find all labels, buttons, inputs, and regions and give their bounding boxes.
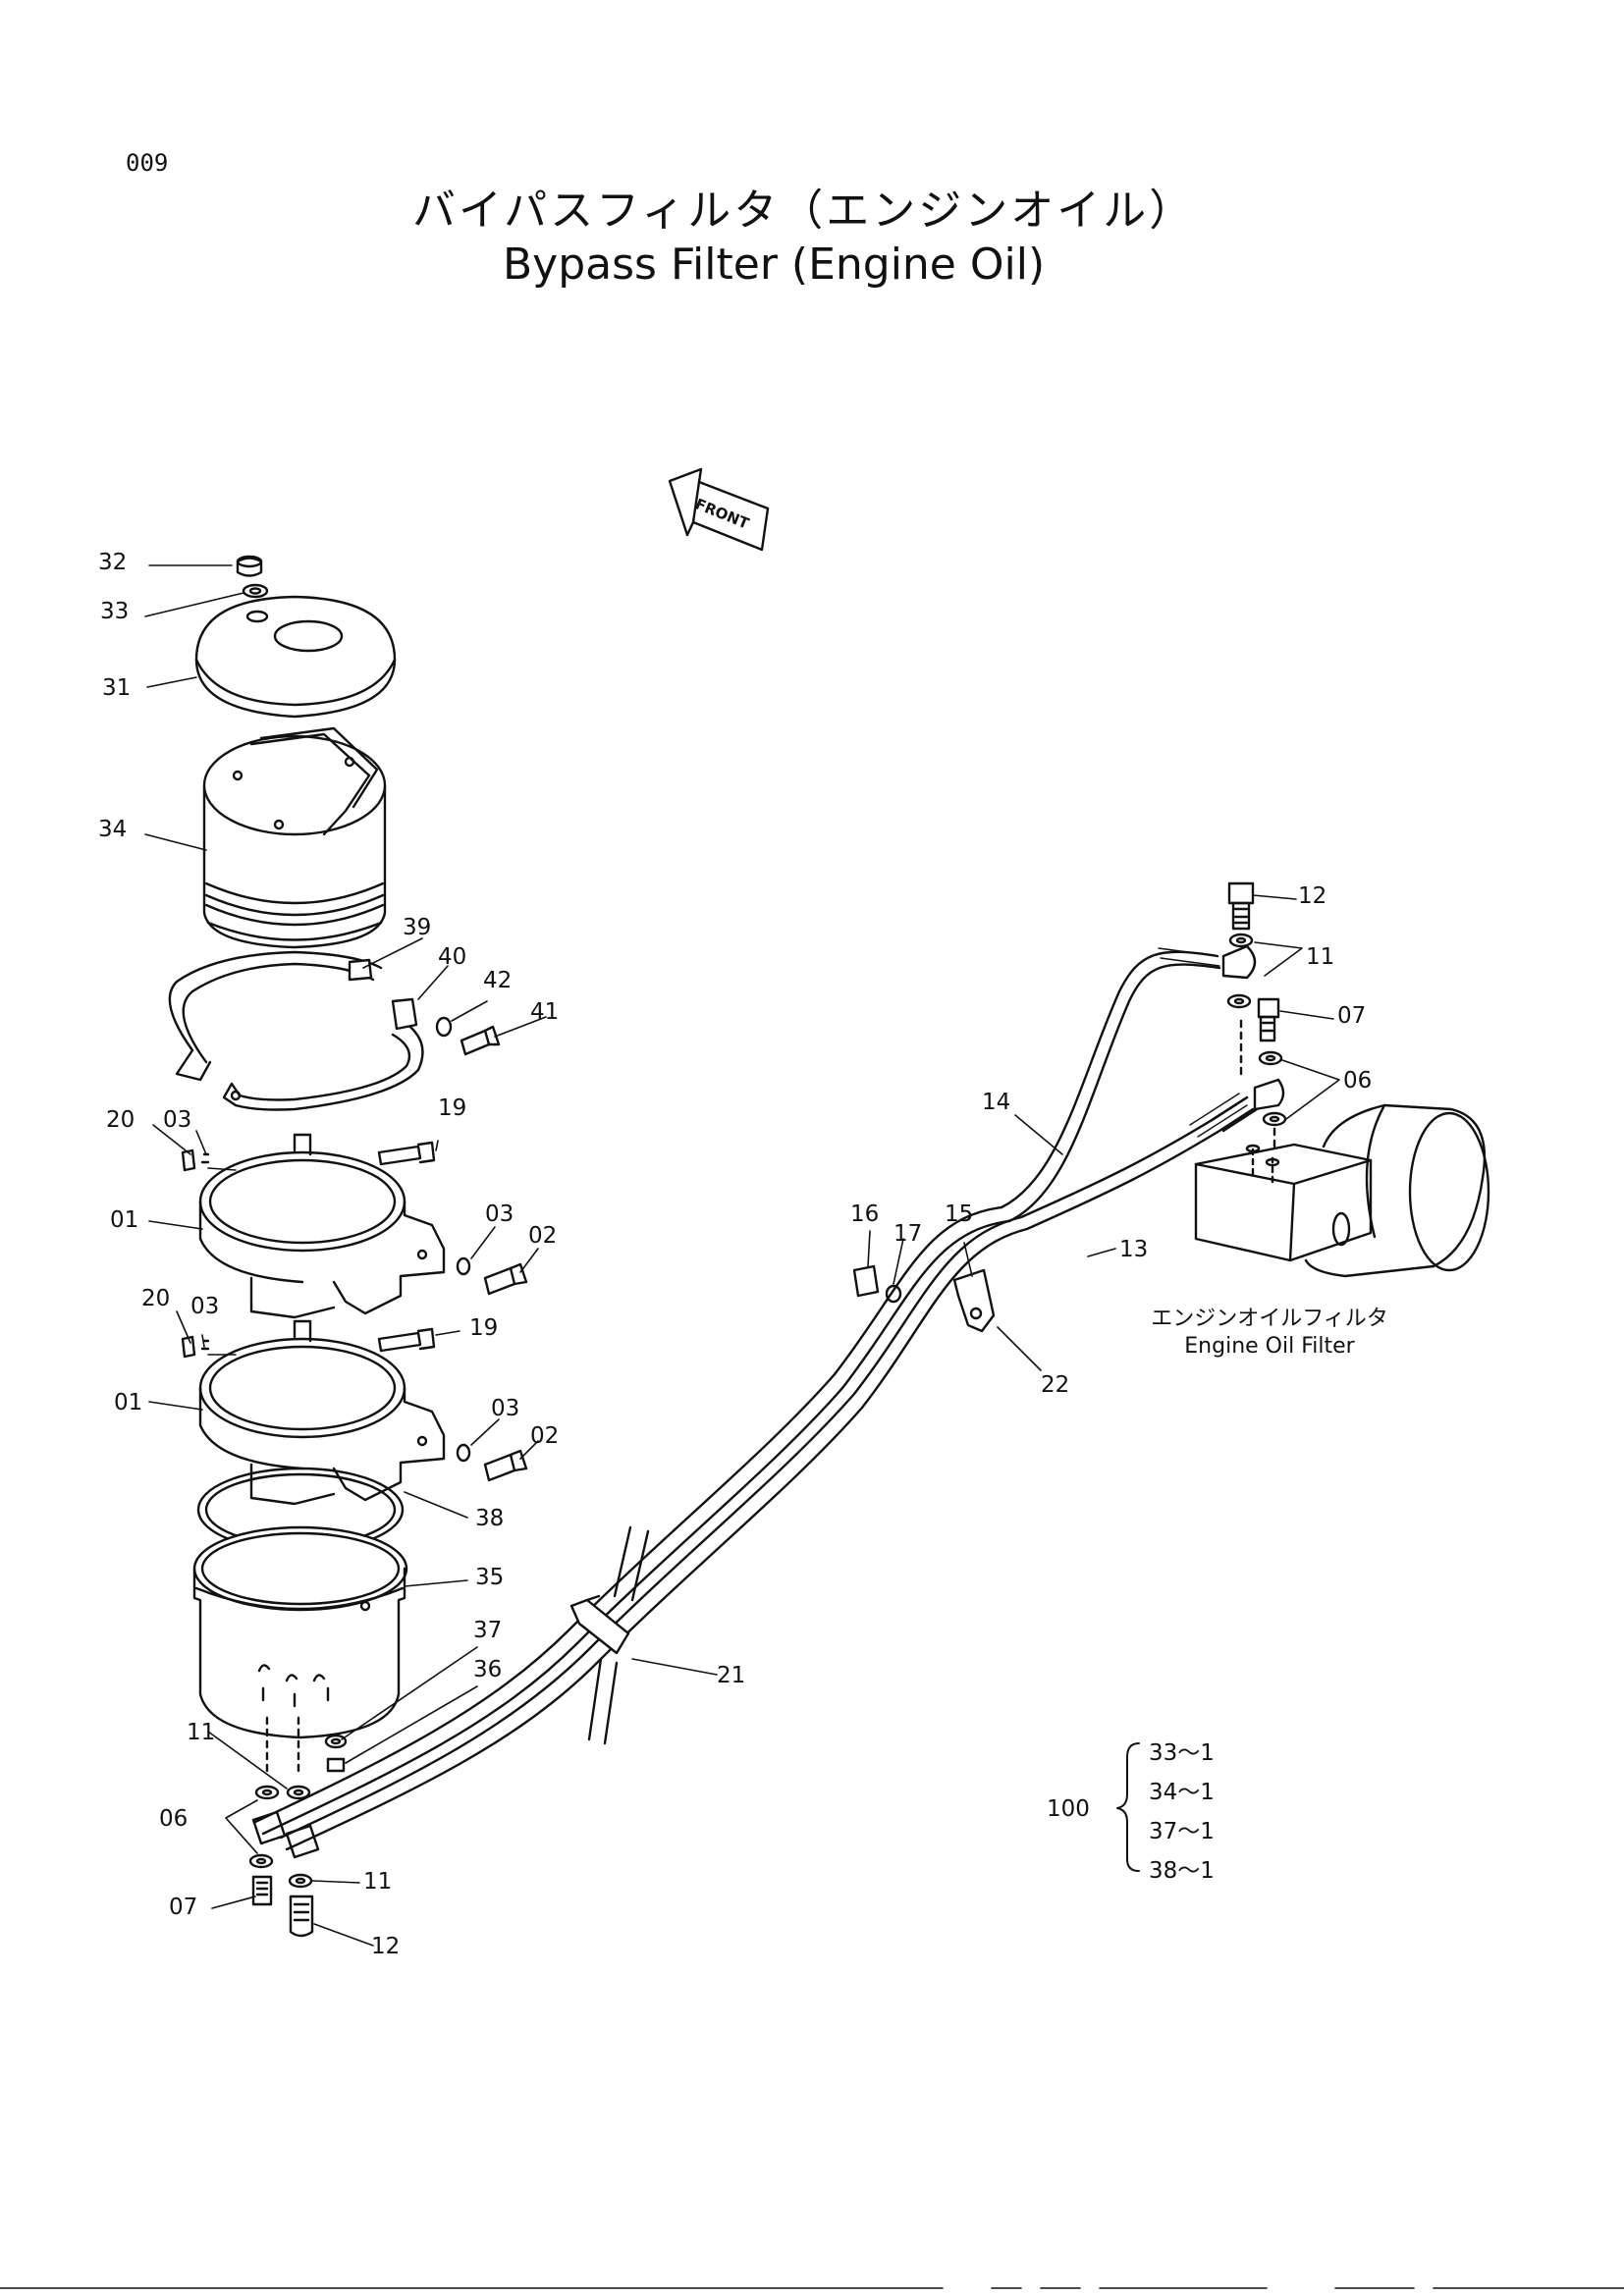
part-label: 13 — [1119, 1237, 1149, 1262]
plug-32-drawing — [236, 555, 263, 577]
clip-21-drawing — [569, 1525, 650, 1745]
part-label: 03 — [485, 1201, 514, 1227]
bracket-01-upper-drawing — [181, 1133, 528, 1319]
part-label: 01 — [110, 1207, 139, 1233]
washer-33-drawing — [242, 583, 269, 599]
part-label: 15 — [945, 1201, 974, 1227]
part-label: 20 — [141, 1286, 171, 1311]
kit-brace — [1116, 1742, 1140, 1872]
kit-number: 100 — [1047, 1796, 1090, 1822]
part-label: 01 — [114, 1390, 143, 1415]
part-label: 11 — [363, 1869, 393, 1895]
part-label: 16 — [850, 1201, 880, 1227]
engine-oil-filter-label-en: Engine Oil Filter — [1184, 1333, 1355, 1359]
part-label: 17 — [893, 1221, 923, 1247]
page-number: 009 — [126, 149, 169, 177]
part-label: 03 — [491, 1396, 520, 1421]
part-label: 19 — [469, 1315, 499, 1341]
leader-lines — [144, 564, 1340, 1947]
hose-14-drawing — [253, 947, 1221, 1836]
part-label: 03 — [163, 1107, 192, 1133]
upper-fittings-drawing — [1221, 881, 1287, 1150]
lower-fittings-drawing — [248, 1716, 348, 1938]
front-arrow-icon: FRONT — [668, 467, 770, 552]
part-label: 38 — [475, 1506, 505, 1531]
kit-item: 33～1 — [1149, 1740, 1215, 1766]
part-label: 32 — [98, 550, 128, 575]
part-label: 07 — [169, 1895, 198, 1920]
part-label: 31 — [102, 675, 132, 701]
part-label: 34 — [98, 817, 128, 842]
part-label: 33 — [100, 599, 130, 624]
part-label: 22 — [1041, 1372, 1070, 1398]
part-label: 03 — [190, 1294, 220, 1319]
part-label: 07 — [1337, 1003, 1367, 1029]
engine-oil-filter-label-jp: エンジンオイルフィルタ — [1151, 1307, 1388, 1331]
filter-element-34-drawing — [202, 726, 387, 949]
band-clamp-drawing — [168, 950, 501, 1111]
part-label: 21 — [717, 1663, 746, 1688]
part-label: 35 — [475, 1565, 505, 1590]
part-label: 02 — [528, 1223, 558, 1249]
part-label: 37 — [473, 1618, 503, 1643]
part-label: 06 — [159, 1806, 189, 1832]
bracket-01-lower-drawing — [181, 1319, 528, 1506]
engine-oil-filter-drawing — [1194, 1103, 1490, 1278]
hose-13-drawing — [279, 1093, 1259, 1851]
title-english: Bypass Filter (Engine Oil) — [503, 240, 1046, 290]
part-label: 42 — [483, 968, 513, 993]
part-label: 12 — [371, 1934, 401, 1959]
kit-item: 38～1 — [1149, 1858, 1215, 1884]
kit-item: 34～1 — [1149, 1780, 1215, 1805]
part-label: 14 — [982, 1090, 1011, 1115]
part-label: 36 — [473, 1657, 503, 1682]
bottom-rule — [0, 2287, 1624, 2289]
part-label: 20 — [106, 1107, 135, 1133]
part-label: 11 — [1306, 944, 1335, 970]
part-label: 41 — [530, 999, 560, 1025]
part-label: 11 — [187, 1720, 216, 1745]
part-label: 02 — [530, 1423, 560, 1449]
clamp-15-drawing — [852, 1264, 996, 1333]
part-label: 06 — [1343, 1068, 1373, 1094]
kit-item: 37～1 — [1149, 1819, 1215, 1844]
engine-oil-filter-callout: エンジンオイルフィルタ Engine Oil Filter — [1147, 1306, 1392, 1360]
part-label: 19 — [438, 1095, 467, 1121]
cover-31-drawing — [194, 595, 397, 719]
part-label: 12 — [1298, 883, 1327, 909]
title-japanese: バイパスフィルタ（エンジンオイル） — [412, 186, 1196, 236]
part-label: 39 — [403, 915, 432, 940]
case-35-drawing — [192, 1467, 408, 1739]
part-label: 40 — [438, 944, 467, 970]
